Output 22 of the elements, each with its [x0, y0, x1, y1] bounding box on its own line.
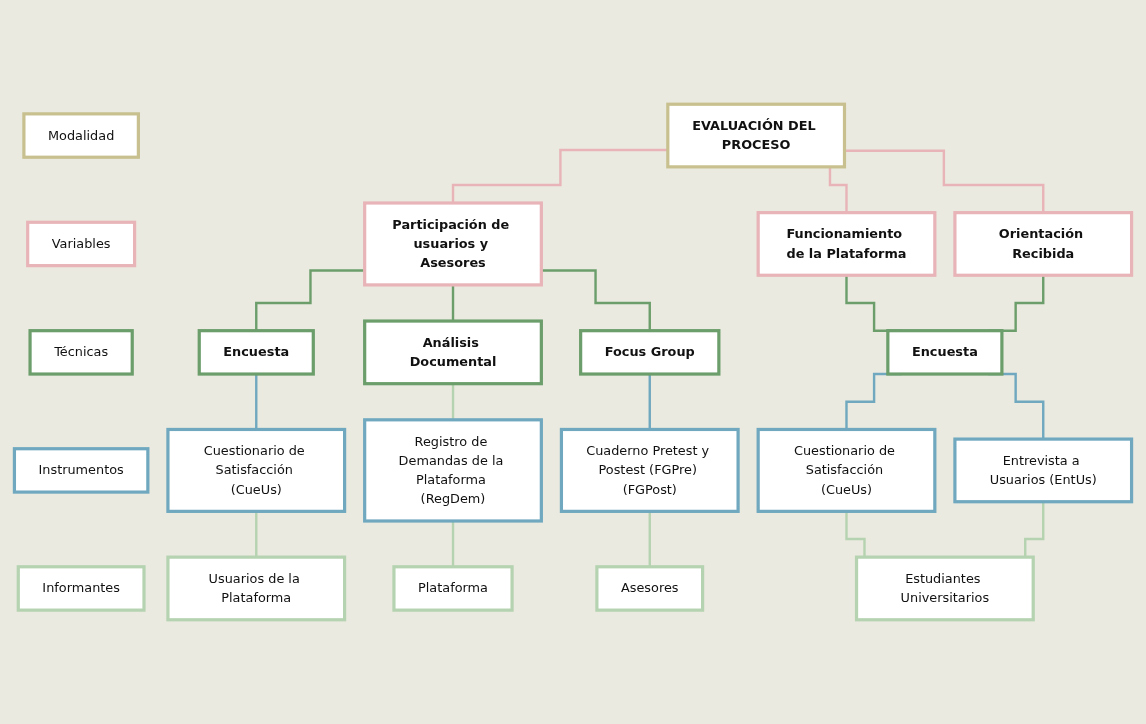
node-box: Modalidad [22, 112, 140, 159]
node-box: Instrumentos [12, 447, 150, 494]
node-box: Encuesta [886, 329, 1004, 376]
node-box: Técnicas [28, 329, 134, 376]
node-box: Funcionamiento de la Plataforma [756, 211, 937, 277]
node-box: Cuestionario de Satisfacción (CueUs) [756, 427, 937, 513]
node-box: Cuestionario de Satisfacción (CueUs) [166, 427, 347, 513]
node-box: Registro de Demandas de la Plataforma (RegDem) [363, 418, 543, 523]
node-box: Análisis Documental [363, 319, 543, 386]
node-box: Participación de usuarios y Asesores [363, 201, 543, 287]
node-box: EVALUACIÓN DEL PROCESO [666, 102, 847, 169]
node-box: Orientación Recibida [953, 211, 1134, 277]
node-box: Estudiantes Universitarios [854, 555, 1035, 622]
node-box: Focus Group [579, 329, 721, 376]
node-box: Informantes [16, 565, 146, 612]
node-box: Plataforma [392, 565, 514, 612]
node-box: Encuesta [197, 329, 315, 376]
node-box: Cuaderno Pretest y Postest (FGPre) (FGPost) [559, 427, 740, 513]
node-box: Asesores [595, 565, 705, 612]
node-box: Entrevista a Usuarios (EntUs) [953, 437, 1134, 504]
node-box: Usuarios de la Plataforma [166, 555, 347, 622]
node-box: Variables [26, 220, 137, 268]
